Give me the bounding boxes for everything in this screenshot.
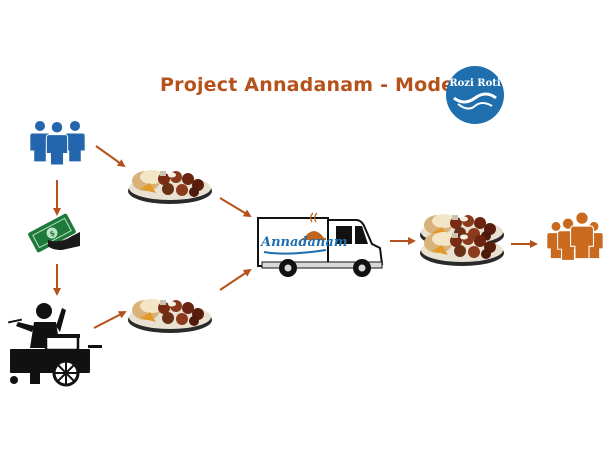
- money-hand-icon: $: [28, 213, 80, 253]
- food-van-icon: Annadanam: [257, 212, 384, 277]
- flow-arrows: [53, 145, 538, 329]
- logo-text: Rozi Roti: [449, 78, 501, 89]
- arrow-plate-to-van-lower: [219, 268, 252, 291]
- meal-plate-icon: [128, 299, 212, 333]
- rozi-roti-logo: Rozi Roti: [446, 66, 504, 124]
- donors-icon: [29, 120, 86, 166]
- meal-plate-icon: [420, 214, 504, 266]
- beneficiaries-icon: [546, 211, 603, 261]
- arrow-donors-to-plate: [95, 145, 126, 168]
- arrow-plate-to-van: [219, 197, 252, 218]
- svg-text:$: $: [48, 229, 56, 238]
- meal-plate-icon: [128, 170, 212, 204]
- van-label: Annadanam: [259, 235, 348, 250]
- page-title: Project Annadanam - Model: [160, 74, 461, 96]
- logo-wave-icon: [453, 92, 497, 110]
- cook-cart-icon: [7, 303, 102, 387]
- arrow-cook-to-plate: [93, 311, 127, 329]
